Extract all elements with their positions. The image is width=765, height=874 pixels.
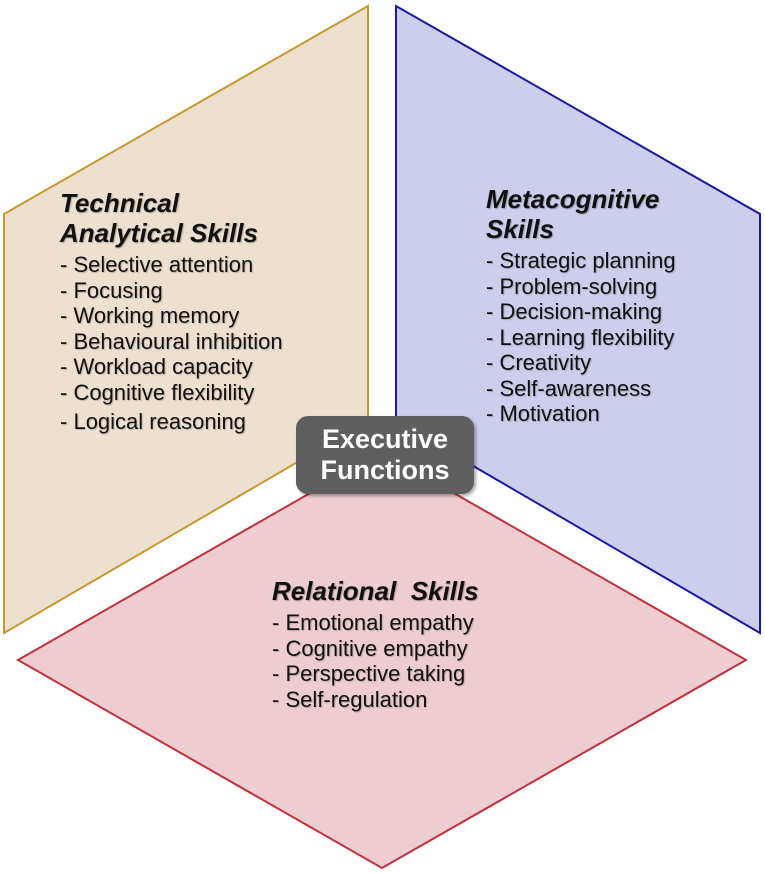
list-item: Selective attention — [60, 252, 283, 278]
list-item: Cognitive flexibility — [60, 380, 283, 406]
list-item: Strategic planning — [486, 248, 675, 274]
list-item: Cognitive empathy — [272, 636, 479, 662]
list-item: Logical reasoning — [60, 409, 283, 435]
metacognitive-skills-text: Metacognitive Skills Strategic planning … — [486, 184, 676, 427]
technical-skills-text: Technical Analytical Skills Selective at… — [60, 188, 283, 435]
list-item: Motivation — [486, 401, 676, 427]
list-item: Perspective taking — [272, 661, 479, 687]
list-item: Emotional empathy — [272, 610, 479, 636]
list-item: Behavioural inhibition — [60, 329, 282, 355]
metacognitive-skills-title-line2: Skills — [486, 214, 554, 244]
metacognitive-skills-title: Metacognitive Skills — [486, 184, 676, 244]
list-item: Problem-solving — [486, 274, 676, 300]
relational-skills-list: Emotional empathy Cognitive empathy Pers… — [272, 610, 479, 712]
relational-skills-text: Relational Skills Emotional empathy Cogn… — [272, 576, 479, 712]
list-item: Workload capacity — [60, 354, 283, 380]
executive-functions-line1: Executive — [321, 424, 449, 454]
list-item: Working memory — [60, 303, 283, 329]
relational-skills-title: Relational Skills — [272, 576, 479, 606]
executive-functions-line2: Functions — [320, 455, 450, 485]
list-item: Self-regulation — [272, 687, 479, 713]
list-item: Focusing — [60, 278, 283, 304]
list-item: Self-awareness — [486, 376, 676, 402]
metacognitive-skills-list: Strategic planning Problem-solving Decis… — [486, 248, 676, 427]
list-item: Decision-making — [486, 299, 676, 325]
technical-skills-title-line2: Analytical Skills — [60, 218, 258, 248]
list-item: Learning flexibility — [486, 325, 676, 351]
metacognitive-skills-title-line1: Metacognitive — [486, 184, 660, 214]
list-item: Creativity — [486, 350, 676, 376]
technical-skills-title-line1: Technical — [60, 188, 179, 218]
technical-skills-list: Selective attention Focusing Working mem… — [60, 252, 283, 435]
executive-functions-badge: Executive Functions — [296, 416, 474, 494]
technical-skills-title: Technical Analytical Skills — [60, 188, 283, 248]
